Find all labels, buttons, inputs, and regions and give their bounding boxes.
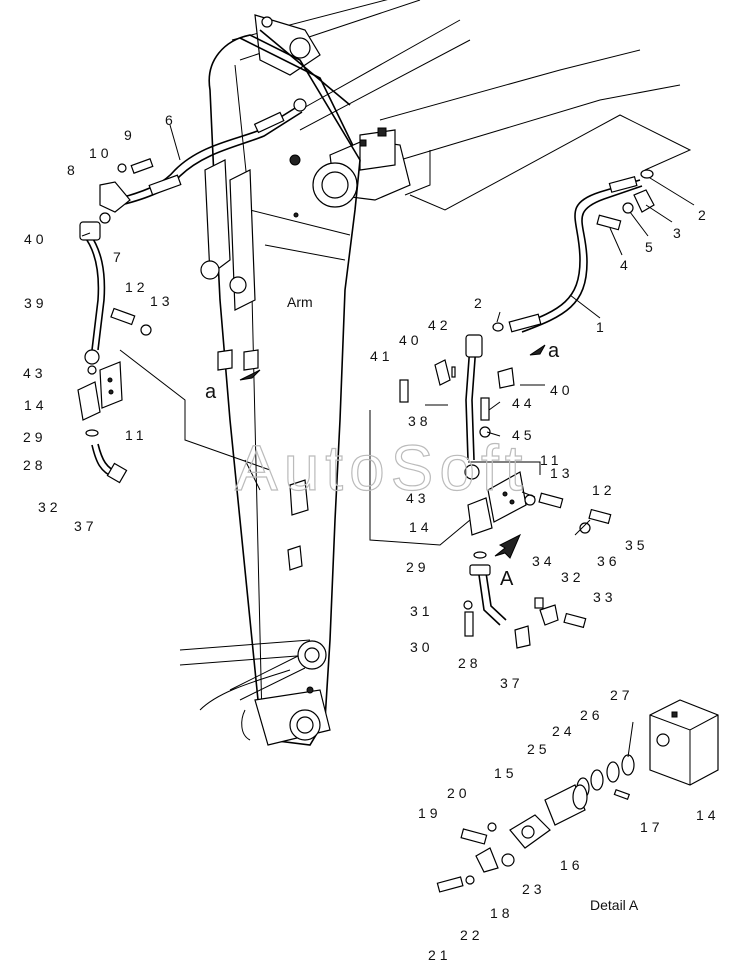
- callout-23: 23: [522, 881, 546, 897]
- callout-5: 5: [645, 239, 657, 255]
- callout-39: 39: [24, 295, 48, 311]
- callout-18: 18: [490, 905, 514, 921]
- callout-9: 9: [124, 127, 136, 143]
- callout-24: 24: [552, 723, 576, 739]
- callout-21: 21: [428, 947, 452, 963]
- callout-20: 20: [447, 785, 471, 801]
- valve-block-14-left: [77, 381, 101, 421]
- callout-43: 43: [406, 490, 430, 506]
- watermark: AutoSoft: [235, 432, 529, 504]
- callout-40: 40: [24, 231, 48, 247]
- callout-25: 25: [527, 741, 551, 757]
- callout-14: 14: [696, 807, 720, 823]
- callout-32: 32: [38, 499, 62, 515]
- view-a-letter: A: [500, 568, 514, 590]
- arm-label: Arm: [287, 294, 313, 310]
- hose-6: [119, 104, 301, 199]
- boom-top-bracket: [254, 14, 321, 76]
- callout-29: 29: [23, 429, 47, 445]
- callout-27: 27: [610, 687, 634, 703]
- callout-numbers: 1 2 2 3 4 5 6 7 8 9 10 11 11 12 12 13 13…: [23, 112, 720, 963]
- callout-6: 6: [165, 112, 177, 128]
- ref-a-right: a: [548, 340, 560, 362]
- callout-35: 35: [625, 537, 649, 553]
- callout-2: 2: [474, 295, 486, 311]
- view-arrow: [494, 533, 522, 559]
- callout-16: 16: [560, 857, 584, 873]
- leader-lines: [81, 124, 695, 758]
- callout-8: 8: [67, 162, 79, 178]
- ref-a-left: a: [205, 381, 217, 403]
- callout-28: 28: [23, 457, 47, 473]
- callout-4: 4: [620, 257, 632, 273]
- callout-12: 12: [125, 279, 149, 295]
- hose-1: [519, 179, 641, 326]
- callout-14: 14: [24, 397, 48, 413]
- callout-22: 22: [460, 927, 484, 943]
- callout-11: 11: [125, 427, 148, 443]
- callout-1: 1: [596, 319, 608, 335]
- callout-38: 38: [408, 413, 432, 429]
- valve-block-14-right: [467, 497, 493, 536]
- boom-structure: [231, 0, 681, 208]
- callout-42: 42: [428, 317, 452, 333]
- callout-14: 14: [409, 519, 433, 535]
- callout-19: 19: [418, 805, 442, 821]
- callout-45: 45: [512, 427, 536, 443]
- callout-31: 31: [410, 603, 434, 619]
- callout-36: 36: [597, 553, 621, 569]
- tube-38: [465, 344, 471, 461]
- callout-32: 32: [561, 569, 585, 585]
- callout-11: 11: [540, 452, 563, 468]
- callout-12: 12: [592, 482, 616, 498]
- callout-7: 7: [113, 249, 125, 265]
- callout-34: 34: [532, 553, 556, 569]
- arm-body: [119, 34, 361, 746]
- callout-17: 17: [640, 819, 664, 835]
- callout-29: 29: [406, 559, 430, 575]
- callout-44: 44: [512, 395, 536, 411]
- callout-3: 3: [673, 225, 685, 241]
- callout-13: 13: [150, 293, 174, 309]
- callout-33: 33: [593, 589, 617, 605]
- callout-13: 13: [550, 465, 574, 481]
- callout-40: 40: [399, 332, 423, 348]
- right-hose-assembly: [239, 114, 692, 649]
- ref-arrow-left: [239, 369, 261, 381]
- detail-a-view: [436, 699, 719, 893]
- callout-37: 37: [500, 675, 524, 691]
- ref-arrow-right: [529, 344, 546, 356]
- callout-15: 15: [494, 765, 518, 781]
- callout-43: 43: [23, 365, 47, 381]
- callout-37: 37: [74, 518, 98, 534]
- callout-40: 40: [550, 382, 574, 398]
- detail-a-label: Detail A: [590, 897, 639, 913]
- callout-30: 30: [410, 639, 434, 655]
- callout-28: 28: [458, 655, 482, 671]
- tube-28-right: [477, 567, 501, 626]
- callout-26: 26: [580, 707, 604, 723]
- tube-39: [83, 235, 100, 351]
- left-hose-assembly: [77, 98, 307, 484]
- callout-10: 10: [89, 145, 113, 161]
- callout-2: 2: [698, 207, 710, 223]
- callout-41: 41: [370, 348, 394, 364]
